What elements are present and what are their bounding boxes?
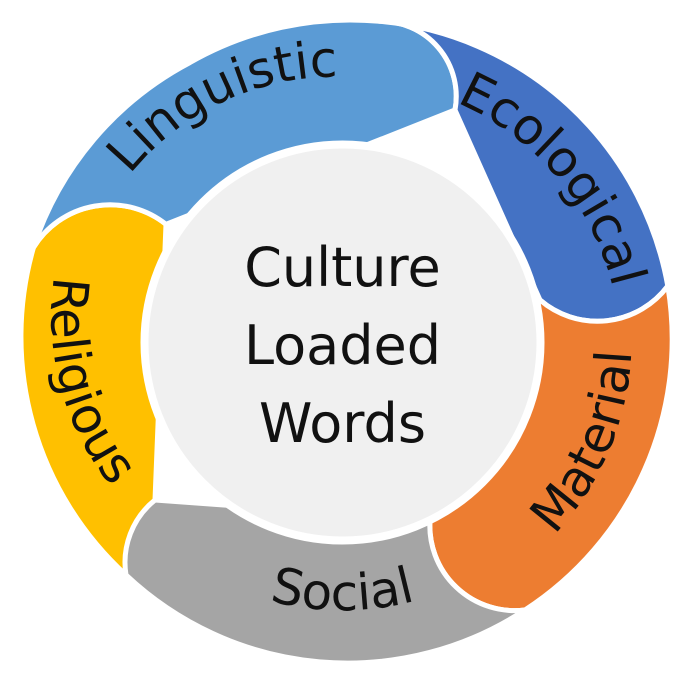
center-title: Culture Loaded Words bbox=[244, 236, 441, 455]
segment-linguistic bbox=[31, 17, 459, 250]
center-title-line-2: Loaded bbox=[244, 314, 441, 377]
center-title-line-3: Words bbox=[259, 392, 426, 455]
segment-social bbox=[122, 497, 528, 666]
segment-label-social: Social bbox=[267, 556, 419, 622]
center-hub bbox=[140, 140, 545, 545]
ring-segments bbox=[18, 17, 675, 666]
center-title-line-1: Culture bbox=[244, 236, 441, 299]
